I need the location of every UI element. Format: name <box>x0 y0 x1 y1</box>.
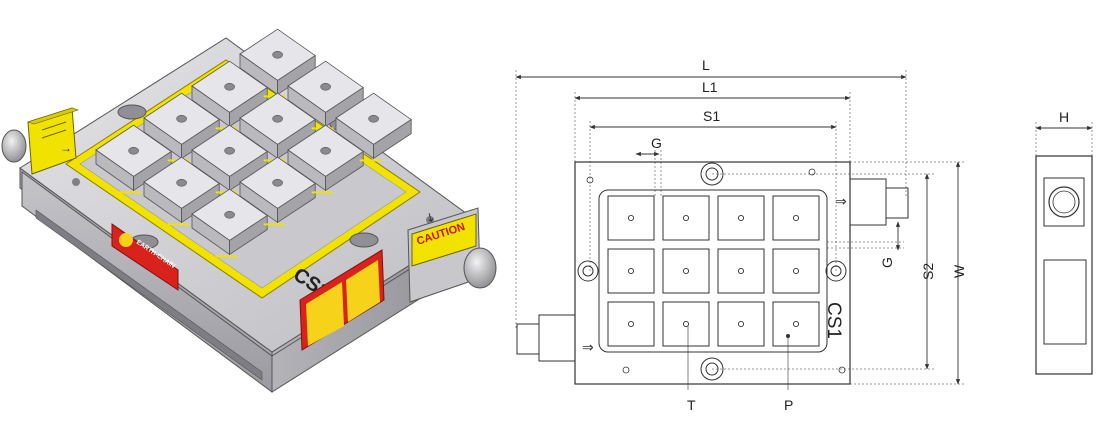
pole-block-side <box>373 118 412 160</box>
caution-label <box>411 213 477 267</box>
pole-tapped-hole <box>320 83 331 91</box>
plan-pole-square <box>607 301 655 347</box>
pole-tapped-hole <box>368 115 379 123</box>
top-view-drawing: ⇒ ⇒ CS1 L L1 S1 G G S2 <box>515 57 967 413</box>
pole-tapped-hole <box>272 179 283 187</box>
plan-hole-left-inner <box>582 265 594 277</box>
plan-pole-hole <box>682 267 690 275</box>
dim-label-T: T <box>687 397 696 413</box>
dim-label-L1: L1 <box>702 79 718 95</box>
dim-label-H: H <box>1059 109 1069 125</box>
plan-pole-hole <box>737 320 745 328</box>
plan-pole-hole <box>627 214 635 222</box>
dim-label-P: P <box>784 397 793 413</box>
arrow-right-icon: ⇒ <box>835 193 847 209</box>
pole-blocks <box>95 28 412 258</box>
plan-pole-square <box>662 195 710 241</box>
pole-tapped-hole <box>320 147 331 155</box>
pole-tapped-hole <box>224 147 235 155</box>
mounting-hole <box>117 104 147 120</box>
pole-tapped-hole <box>176 115 187 123</box>
side-label-panel <box>1043 259 1087 345</box>
dim-label-L: L <box>702 57 710 73</box>
plan-pole-square <box>607 195 655 241</box>
plan-pole-hole <box>627 267 635 275</box>
side-connector-outline <box>1043 177 1085 227</box>
pole-block-side <box>325 150 364 192</box>
pole-tapped-hole <box>224 83 235 91</box>
left-connector-knob <box>1 129 27 163</box>
plan-pole-square <box>717 301 765 347</box>
plan-model-mark: CS1 <box>823 302 844 339</box>
plan-pole-hole <box>737 214 745 222</box>
plan-screw-hole <box>838 366 846 374</box>
plan-connector-right-knob <box>885 187 909 219</box>
dim-label-G-horizontal: G <box>651 135 662 151</box>
plan-pole-square <box>717 248 765 294</box>
plan-pole-square <box>662 301 710 347</box>
pole-tapped-hole <box>272 50 283 59</box>
plan-pole-hole <box>792 320 800 328</box>
side-view-drawing: H <box>1035 109 1093 375</box>
plan-pole-square <box>772 248 820 294</box>
plan-pole-area <box>598 189 828 353</box>
side-body-outline <box>1035 155 1093 375</box>
plan-hole-top <box>700 162 724 186</box>
plan-hole-left <box>577 260 599 282</box>
pole-tapped-hole <box>176 179 187 187</box>
warning-label-panel-left <box>306 282 344 346</box>
dim-label-G-vertical: G <box>879 257 895 268</box>
plan-body-outline <box>574 161 851 385</box>
plan-pole-hole <box>792 214 800 222</box>
pole-block-side <box>229 214 268 256</box>
plan-pole-square <box>717 195 765 241</box>
screw-hole <box>72 178 80 186</box>
right-connector-knob <box>463 247 497 289</box>
connector-text-line <box>41 121 67 131</box>
left-connector-top <box>27 107 79 125</box>
pole-tapped-hole <box>272 115 283 123</box>
pole-block-side <box>277 182 316 224</box>
plan-pole-hole <box>682 214 690 222</box>
plan-pole-square <box>662 248 710 294</box>
arrow-right-icon: → <box>60 141 72 155</box>
plan-connector-right <box>849 178 887 226</box>
side-connector-knob <box>1048 186 1080 218</box>
side-connector-knob-inner <box>1052 190 1076 214</box>
dim-label-W: W <box>951 264 967 278</box>
plan-connector-left <box>538 314 576 362</box>
plan-pole-hole <box>792 267 800 275</box>
warning-label-panel-right <box>346 260 380 322</box>
pole-tapped-hole <box>128 147 139 155</box>
mounting-hole <box>349 232 379 248</box>
plan-hole-bottom <box>700 357 724 381</box>
plan-pole-hole <box>737 267 745 275</box>
plan-pole-square <box>772 195 820 241</box>
connector-text-line <box>41 129 67 139</box>
body-slot <box>35 209 263 381</box>
plan-pole-grid <box>607 195 820 347</box>
magnetic-chuck-3d-view: CS1 → CAUTION ↘ EARTH-CHAIN <box>1 28 497 393</box>
pole-tapped-hole <box>224 211 235 219</box>
plan-pole-hole <box>682 320 690 328</box>
plan-connector-left-knob <box>516 323 540 355</box>
arrow-right-icon: ⇒ <box>582 339 594 355</box>
plan-pole-square <box>607 248 655 294</box>
plan-screw-hole <box>622 366 630 374</box>
plan-screw-hole <box>808 168 816 176</box>
dim-label-S2: S2 <box>920 263 936 280</box>
plan-pole-square <box>772 301 820 347</box>
plan-pole-hole <box>627 320 635 328</box>
dim-label-S1: S1 <box>703 108 720 124</box>
brand-logo-icon <box>119 233 133 247</box>
